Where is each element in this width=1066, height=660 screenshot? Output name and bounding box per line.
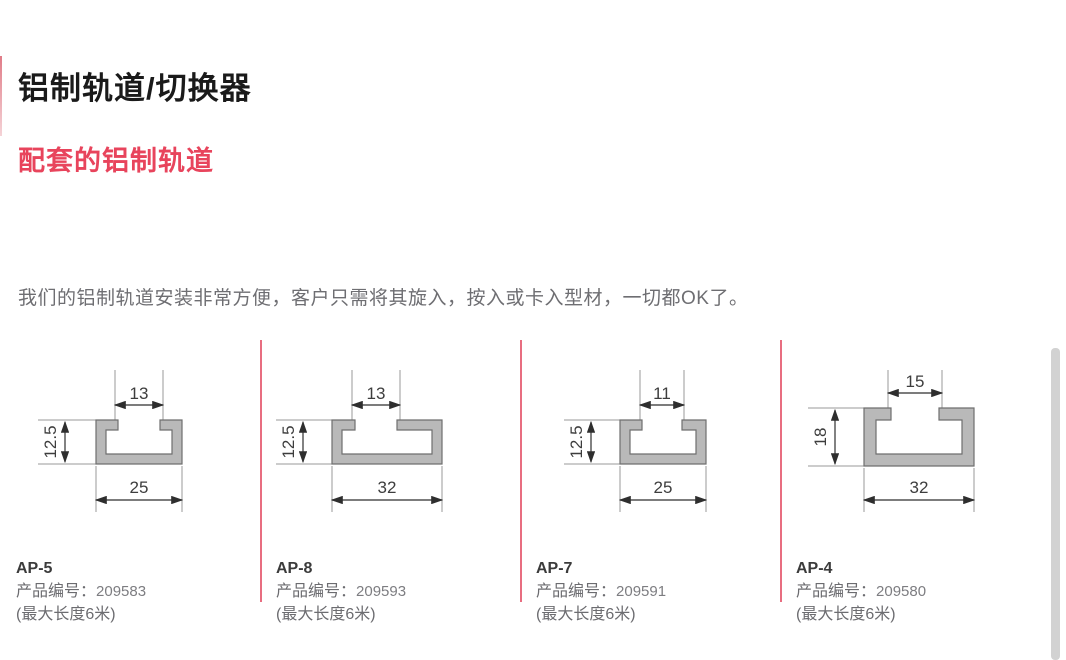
dimension-label-height: 12.5 [567,425,586,458]
dimension-label-width: 25 [654,478,673,497]
dimension-label-top: 11 [653,384,671,403]
column-divider [260,340,262,602]
product-code: AP-4 [796,560,833,577]
product-code: AP-5 [16,560,53,577]
product-caption: AP-4 产品编号：209580 (最大长度6米) [796,558,1046,626]
page-subtitle: 配套的铝制轨道 [18,145,214,176]
column-divider [520,340,522,602]
product-code: AP-8 [276,560,313,577]
profile-cross-section [331,419,443,465]
product-sku: 产品编号：209593 [276,580,526,603]
dimension-label-height: 12.5 [279,425,298,458]
product-sku: 产品编号：209591 [536,580,786,603]
product-card[interactable]: 13 12.5 25 AP-5 产品编号：209583 (最大长度6米) [0,340,260,640]
product-max-length: (最大长度6米) [16,605,116,623]
page-left-accent-line [0,56,2,136]
product-sku: 产品编号：209580 [796,580,1046,603]
dimension-label-height: 12.5 [41,425,60,458]
page-title: 铝制轨道/切换器 [18,71,252,106]
profile-cross-section [95,419,183,465]
product-sku-label: 产品编号： [276,582,357,600]
extension-lines [38,370,183,512]
product-caption: AP-8 产品编号：209593 (最大长度6米) [276,558,526,626]
product-sku-value: 209591 [616,582,667,600]
product-sku: 产品编号：209583 [16,580,266,603]
product-sku-value: 209593 [356,582,407,600]
page-scrollbar[interactable] [1051,0,1066,660]
dimension-label-width: 25 [130,478,149,497]
product-max-length: (最大长度6米) [276,605,376,623]
extension-lines [276,370,443,512]
column-divider [780,340,782,602]
profile-drawing-ap4: 15 18 32 [780,340,1046,550]
product-sku-value: 209580 [876,582,927,600]
dimension-label-height: 18 [811,428,830,447]
extension-lines [564,370,707,512]
profile-drawing-ap8: 13 12.5 32 [260,340,526,550]
profile-cross-section [619,419,707,465]
product-card[interactable]: 11 12.5 25 AP-7 产品编号：209591 (最大长度6米) [520,340,780,640]
product-max-length: (最大长度6米) [796,605,896,623]
product-card[interactable]: 15 18 32 AP-4 产品编号：209580 (最大长度6米) [780,340,1040,640]
dimension-label-width: 32 [378,478,397,497]
intro-paragraph: 我们的铝制轨道安装非常方便，客户只需将其旋入，按入或卡入型材，一切都OK了。 [18,288,749,309]
extension-lines [808,370,975,512]
product-card[interactable]: 13 12.5 32 AP-8 产品编号：209593 (最大长度6米) [260,340,520,640]
profile-drawing-ap7: 11 12.5 25 [520,340,786,550]
profile-drawing-ap5: 13 12.5 25 [0,340,266,550]
product-sku-label: 产品编号： [16,582,97,600]
product-code: AP-7 [536,560,573,577]
dimension-label-top: 15 [906,372,925,391]
product-caption: AP-5 产品编号：209583 (最大长度6米) [16,558,266,626]
dimension-label-top: 13 [130,384,149,403]
dimension-label-top: 13 [367,384,386,403]
dimension-label-width: 32 [910,478,929,497]
product-sku-label: 产品编号： [796,582,877,600]
product-caption: AP-7 产品编号：209591 (最大长度6米) [536,558,786,626]
profile-cross-section [863,407,975,467]
product-max-length: (最大长度6米) [536,605,636,623]
page-heading-block: 铝制轨道/切换器 配套的铝制轨道 [18,70,918,179]
product-sku-label: 产品编号： [536,582,617,600]
product-grid: 13 12.5 25 AP-5 产品编号：209583 (最大长度6米) [0,340,1040,640]
scrollbar-thumb[interactable] [1051,348,1060,660]
product-sku-value: 209583 [96,582,147,600]
